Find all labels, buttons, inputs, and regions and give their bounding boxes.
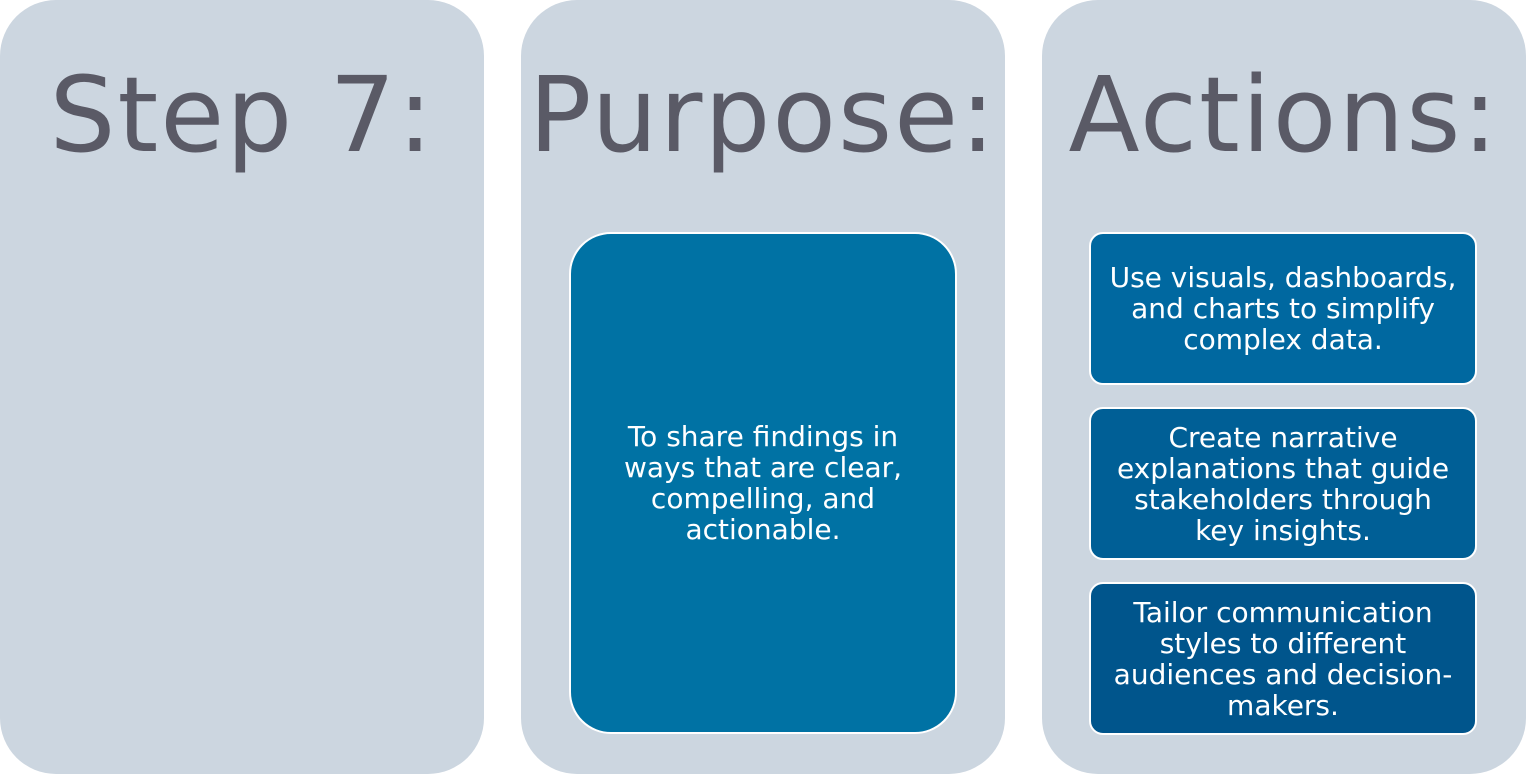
action-box: Tailor communication styles to different… (1089, 582, 1477, 735)
action-box: Use visuals, dashboards, and charts to s… (1089, 232, 1477, 385)
action-text: Use visuals, dashboards, and charts to s… (1109, 261, 1457, 356)
purpose-text: To share findings in ways that are clear… (623, 420, 903, 546)
action-text: Tailor communication styles to different… (1113, 595, 1453, 722)
purpose-panel: Purpose: To share findings in ways that … (521, 0, 1005, 774)
actions-heading: Actions: (1068, 54, 1500, 176)
purpose-box: To share findings in ways that are clear… (569, 232, 957, 734)
actions-panel: Actions: Use visuals, dashboards, and ch… (1042, 0, 1526, 774)
purpose-heading: Purpose: (528, 54, 998, 176)
action-box: Create narrative explanations that guide… (1089, 407, 1477, 560)
action-text: Create narrative explanations that guide… (1116, 420, 1450, 547)
step-panel: Step 7: (0, 0, 484, 774)
step-heading: Step 7: (49, 54, 435, 176)
